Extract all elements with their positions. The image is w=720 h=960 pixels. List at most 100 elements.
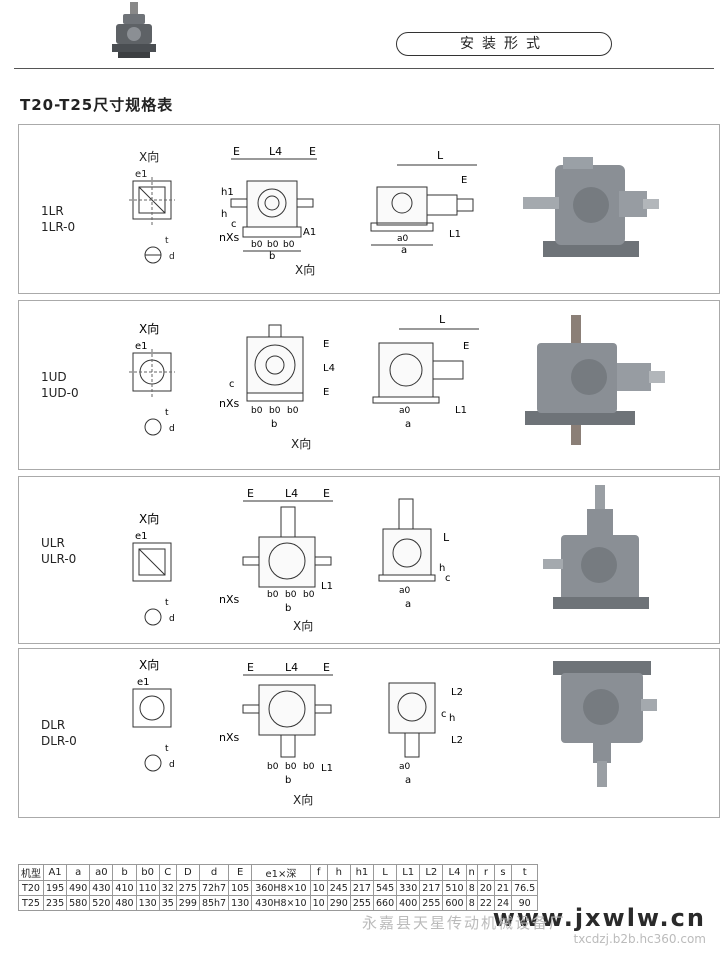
table-cell: 10 xyxy=(309,895,328,911)
table-cell: 35 xyxy=(158,895,177,911)
table-cell: D xyxy=(175,864,200,881)
table-cell: 195 xyxy=(42,880,68,896)
table-cell: 72h7 xyxy=(198,880,230,896)
table-cell: 255 xyxy=(349,895,374,911)
svg-text:X向: X向 xyxy=(139,511,159,526)
svg-text:a: a xyxy=(405,775,411,786)
table-cell: 410 xyxy=(112,880,137,896)
svg-text:b: b xyxy=(285,603,291,614)
x-arrow-label: X向 xyxy=(295,263,316,277)
table-cell: 32 xyxy=(158,880,177,896)
svg-text:e1: e1 xyxy=(135,341,148,352)
table-cell: C xyxy=(158,864,177,881)
svg-text:L4: L4 xyxy=(285,487,298,500)
panel-label: ULR ULR-0 xyxy=(41,535,76,567)
table-cell: 360H8×10 xyxy=(251,880,311,896)
table-cell: b xyxy=(112,864,137,881)
gearbox-photo xyxy=(541,655,661,799)
panel-1lr: 1LR 1LR-0 X向 e1 t d E L4 E xyxy=(18,124,720,294)
front-view-drawing: E L4 E L1 b0 b0 b0 b nXs X向 xyxy=(219,485,349,633)
svg-text:b0: b0 xyxy=(267,762,279,772)
table-cell: 110 xyxy=(135,880,160,896)
company-watermark: 永嘉县天星传动机械设备厂 xyxy=(361,914,566,932)
svg-text:E: E xyxy=(247,661,254,674)
side-view-drawing: L E a0 L1 a xyxy=(357,145,487,255)
svg-text:b0: b0 xyxy=(269,406,281,416)
product-logo xyxy=(108,2,160,60)
table-cell: 20 xyxy=(476,880,495,896)
table-cell: f xyxy=(309,864,328,881)
svg-text:L1: L1 xyxy=(321,581,333,592)
svg-text:h: h xyxy=(449,713,455,724)
svg-text:L4: L4 xyxy=(285,661,298,674)
table-cell: 76.5 xyxy=(511,880,539,896)
table-cell: r xyxy=(476,864,495,881)
svg-text:nXs: nXs xyxy=(219,397,240,410)
svg-text:a0: a0 xyxy=(397,234,409,244)
svg-text:t: t xyxy=(165,744,169,754)
table-cell: 330 xyxy=(396,880,421,896)
table-cell: e1×深 xyxy=(251,864,311,881)
svg-text:b0: b0 xyxy=(267,590,279,600)
table-cell: 85h7 xyxy=(198,895,230,911)
table-cell: 430H8×10 xyxy=(251,895,311,911)
svg-text:a0: a0 xyxy=(399,586,411,596)
svg-text:c: c xyxy=(445,573,451,584)
watermark: 永嘉县天星传动机械设备厂 www.jxwlw.cn txcdzj.b2b.hc3… xyxy=(362,904,706,946)
svg-text:t: t xyxy=(165,408,169,418)
gearbox-photo xyxy=(539,485,659,619)
table-cell: 217 xyxy=(349,880,374,896)
table-cell: h1 xyxy=(349,864,374,881)
panel-label: 1UD 1UD-0 xyxy=(41,369,79,401)
table-cell: L2 xyxy=(419,864,444,881)
table-cell: s xyxy=(493,864,513,881)
model-code-alt: ULR-0 xyxy=(41,552,77,566)
x-view-drawing: X向 e1 t d xyxy=(125,511,185,631)
svg-text:b0: b0 xyxy=(303,590,315,600)
table-cell: 8 xyxy=(465,895,478,911)
model-code-alt: DLR-0 xyxy=(41,734,77,748)
svg-text:E: E xyxy=(323,487,330,500)
panel-dlr: DLR DLR-0 X向 e1 t d E L4 E nXs b0 b0 b0 xyxy=(18,648,720,818)
x-view-drawing: X向 e1 t d xyxy=(125,657,185,777)
svg-text:d: d xyxy=(169,424,175,434)
table-cell: L xyxy=(372,864,398,881)
x-arrow-label: X向 xyxy=(293,619,314,633)
table-cell: 22 xyxy=(476,895,495,911)
svg-text:b: b xyxy=(285,775,291,786)
svg-text:E: E xyxy=(323,339,329,350)
panel-label: 1LR 1LR-0 xyxy=(41,203,75,235)
svg-text:L: L xyxy=(443,531,450,544)
table-cell: h xyxy=(326,864,351,881)
svg-text:a: a xyxy=(405,419,411,430)
svg-text:b0: b0 xyxy=(283,240,295,250)
svg-text:A1: A1 xyxy=(303,227,316,238)
table-cell: T20 xyxy=(18,880,44,896)
table-cell: d xyxy=(198,864,230,881)
svg-text:a0: a0 xyxy=(399,762,411,772)
table-cell: 299 xyxy=(175,895,200,911)
svg-text:b0: b0 xyxy=(287,406,299,416)
table-cell: 580 xyxy=(66,895,91,911)
model-code: DLR xyxy=(41,718,66,732)
table-cell: 235 xyxy=(42,895,68,911)
svg-text:d: d xyxy=(169,252,175,262)
x-arrow-label: X向 xyxy=(291,437,312,451)
svg-text:E: E xyxy=(323,387,329,398)
svg-text:L1: L1 xyxy=(321,763,333,774)
table-cell: L4 xyxy=(442,864,467,881)
x-view-label: X向 xyxy=(139,149,159,164)
svg-text:E: E xyxy=(463,341,469,352)
svg-text:c: c xyxy=(441,709,447,720)
table-cell: 290 xyxy=(326,895,351,911)
table-cell: 510 xyxy=(442,880,467,896)
side-view-drawing: L2 c h L2 a0 a xyxy=(369,677,469,787)
svg-text:L4: L4 xyxy=(269,145,282,158)
table-cell: t xyxy=(511,864,539,881)
table-cell: b0 xyxy=(135,864,160,881)
table-cell: a xyxy=(66,864,91,881)
svg-text:L: L xyxy=(437,149,444,162)
model-code: 1LR xyxy=(41,204,64,218)
svg-text:E: E xyxy=(233,145,240,158)
